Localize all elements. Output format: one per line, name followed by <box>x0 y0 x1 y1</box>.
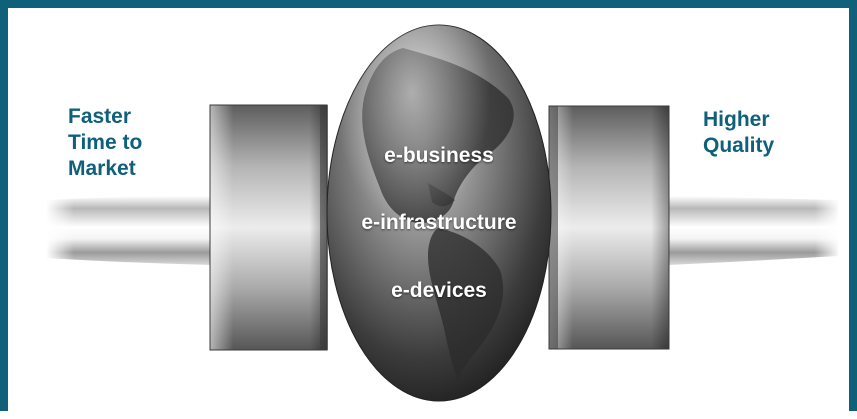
higher-quality-label: Higher Quality <box>703 107 774 159</box>
diagram-graphic <box>46 24 840 402</box>
globe-label-e-infrastructure: e-infrastructure <box>361 211 517 234</box>
left-coupling-block <box>209 104 328 351</box>
right-coupling-block <box>548 105 670 350</box>
left-pipe <box>46 194 212 268</box>
left-label-line: Faster <box>68 105 132 128</box>
right-pipe <box>668 194 840 268</box>
diagram-stage: Faster Time to Market Higher Quality e-b… <box>8 8 857 419</box>
right-label-line: Quality <box>703 134 775 157</box>
faster-time-to-market-label: Faster Time to Market <box>68 104 142 182</box>
globe-icon <box>326 24 552 402</box>
globe-label-e-business: e-business <box>384 144 494 167</box>
globe-label-e-devices: e-devices <box>391 279 487 302</box>
left-label-line: Market <box>68 157 136 180</box>
right-label-line: Higher <box>703 108 770 131</box>
left-label-line: Time to <box>68 131 143 154</box>
